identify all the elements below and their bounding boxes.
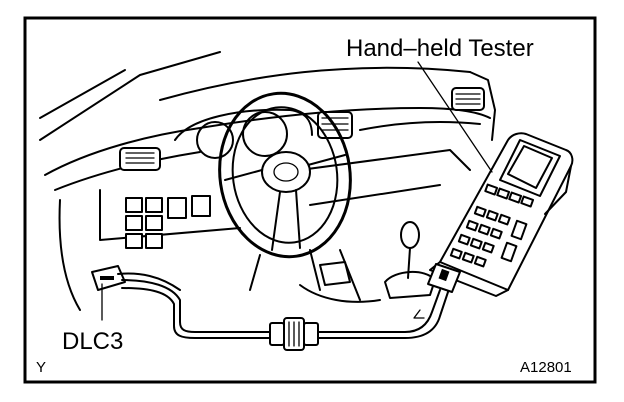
dashboard [44, 87, 491, 311]
diagnostic-cable [121, 279, 449, 351]
dlc3-connector [91, 265, 181, 291]
switch-panel [125, 195, 211, 249]
tester-leader-line [417, 61, 493, 173]
steering-wheel [218, 91, 352, 259]
steering-column [249, 249, 351, 291]
tester-cable-plug [427, 263, 461, 293]
windshield [39, 51, 496, 141]
gauge-cluster [174, 108, 313, 159]
tester-label: Hand–held Tester [346, 35, 534, 62]
air-vent-right [451, 87, 485, 111]
hand-held-tester [427, 132, 574, 297]
tester-keypad [449, 205, 528, 268]
tester-function-keys [484, 183, 535, 208]
corner-mark: Y [36, 359, 46, 376]
figure-id: A12801 [520, 359, 572, 376]
shift-lever [384, 221, 436, 299]
air-vent-left [119, 147, 161, 171]
figure-frame [23, 16, 597, 384]
dlc3-label: DLC3 [62, 328, 123, 355]
cable-joint [269, 317, 319, 351]
tester-screen [499, 139, 561, 197]
